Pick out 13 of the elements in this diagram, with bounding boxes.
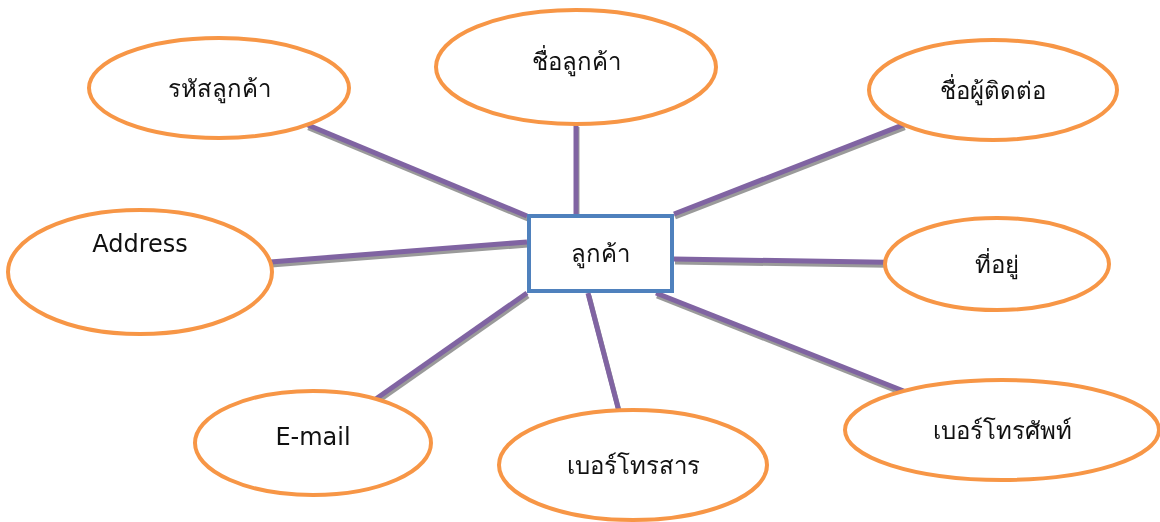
attribute-ellipse: ชื่อผู้ติดต่อ bbox=[867, 38, 1119, 142]
attribute-ellipse: รหัสลูกค้า bbox=[87, 36, 351, 140]
attribute-ellipse: ชื่อลูกค้า bbox=[434, 8, 718, 126]
attribute-ellipse: เบอร์โทรสาร bbox=[497, 408, 769, 522]
attribute-ellipse: ที่อยู่ bbox=[883, 216, 1111, 312]
connector-line bbox=[573, 124, 579, 214]
connector-line bbox=[306, 122, 528, 219]
connector-line bbox=[673, 122, 905, 217]
connector-line bbox=[585, 292, 622, 411]
attribute-ellipse: E-mail bbox=[193, 389, 433, 497]
connector-line bbox=[270, 239, 528, 265]
entity-box: ลูกค้า bbox=[527, 214, 674, 293]
attribute-ellipse: Address bbox=[6, 208, 274, 336]
